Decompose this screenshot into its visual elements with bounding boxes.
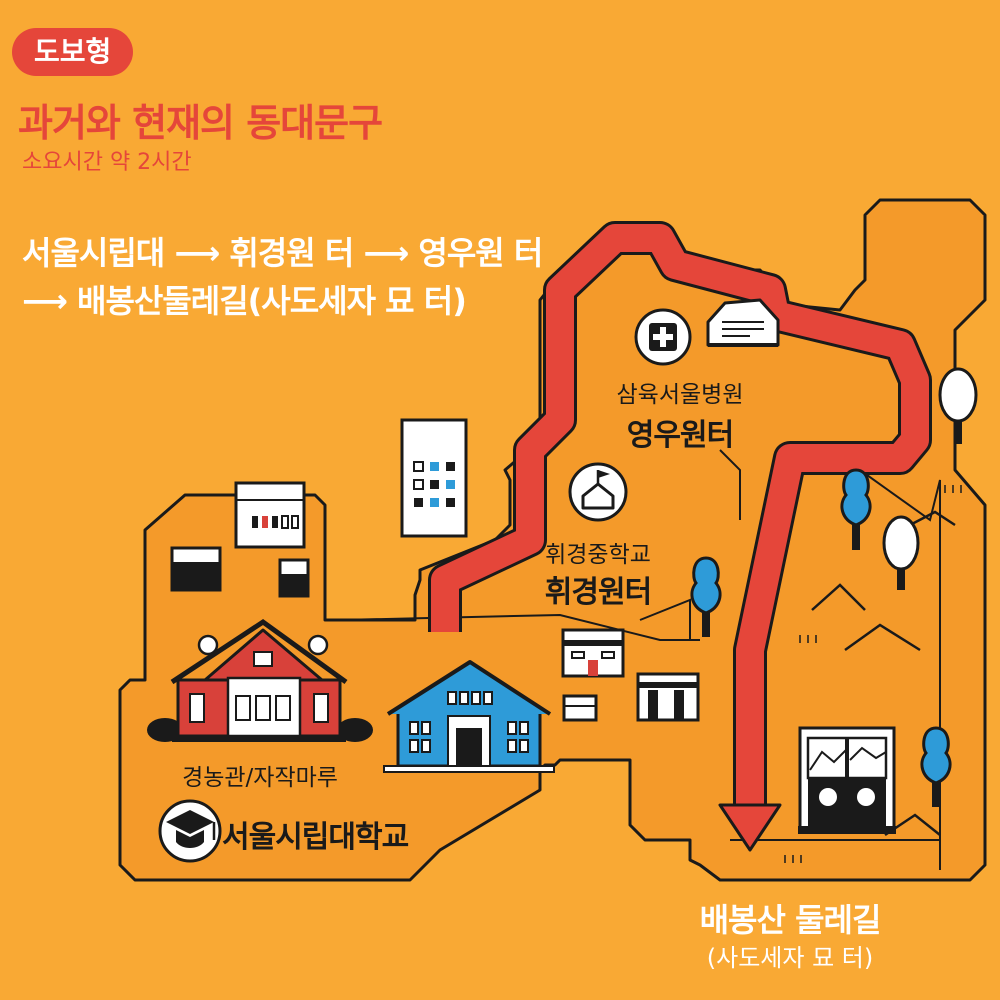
walking-route: [431, 224, 929, 810]
blue-building: [383, 660, 555, 773]
label-university-of-seoul: 서울시립대학교: [222, 820, 409, 855]
route-arrow-head: [718, 803, 782, 852]
course-duration: 소요시간 약 2시간: [22, 150, 192, 175]
label-sado-seja-tomb-site: (사도세자 묘 터): [706, 944, 874, 972]
hill: [844, 623, 921, 652]
route-summary-line-2: ⟶ 배봉산둘레길(사도세자 묘 터): [22, 282, 467, 320]
route-summary-line-1: 서울시립대 ⟶ 휘경원 터 ⟶ 영우원 터: [22, 234, 543, 272]
shop-building: [636, 672, 700, 722]
shop-building: [562, 694, 598, 722]
label-baebongsan-trail: 배봉산 둘레길: [699, 901, 882, 939]
tall-building: [400, 418, 468, 538]
small-building: [170, 546, 222, 592]
hill: [909, 510, 956, 527]
tree-blue: [920, 726, 952, 807]
tree-white: [938, 367, 978, 444]
label-samyook-hospital: 삼육서울병원: [616, 382, 744, 408]
tombstone-icon: [706, 298, 780, 347]
small-building: [278, 558, 310, 598]
tree-blue: [690, 556, 722, 637]
hospital-cross-icon: [634, 308, 692, 366]
road-line: [719, 449, 741, 520]
tree-white: [882, 515, 920, 590]
hill: [811, 583, 866, 611]
label-hwigyeong-middle-school: 휘경중학교: [545, 542, 651, 568]
grass-tufts: [784, 485, 962, 863]
label-gyeongnonggwan-jajakmaru: 경농관/자작마루: [182, 765, 338, 791]
white-building: [234, 481, 306, 549]
label-hwigyeongwon-site: 휘경원터: [544, 575, 652, 610]
shop-building: [561, 628, 625, 678]
tree-blue: [840, 468, 872, 550]
road-line: [639, 598, 691, 640]
tomb-gate: [798, 726, 896, 834]
category-badge: 도보형: [12, 28, 134, 76]
graduation-cap-icon: [158, 799, 222, 863]
course-title: 과거와 현재의 동대문구: [18, 101, 383, 145]
school-flag-icon: [568, 462, 628, 522]
red-historic-building: [147, 618, 373, 742]
label-yeongwoowon-site: 영우원터: [626, 418, 734, 453]
